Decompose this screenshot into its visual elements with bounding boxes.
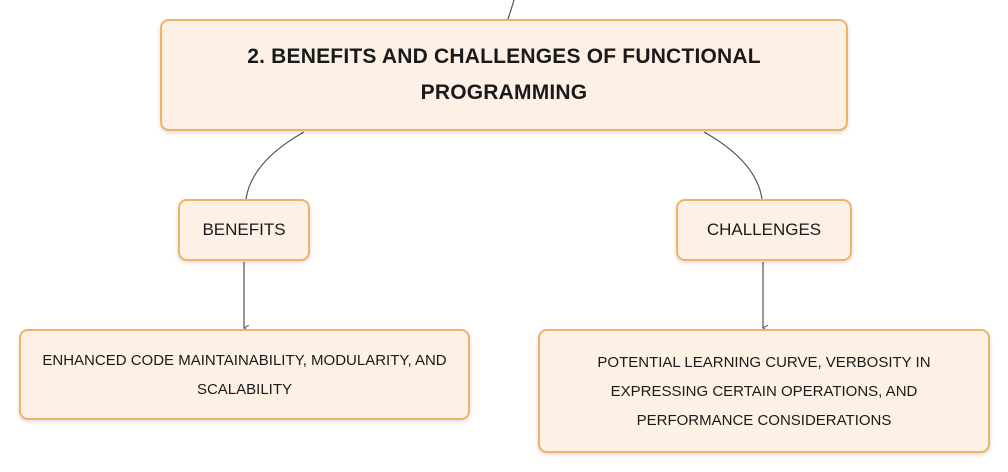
challenges-detail-node[interactable]: POTENTIAL LEARNING CURVE, VERBOSITY IN E… — [538, 329, 990, 453]
benefits-label: BENEFITS — [202, 220, 286, 239]
challenges-node[interactable]: CHALLENGES — [676, 199, 852, 261]
benefits-detail-text: ENHANCED CODE MAINTAINABILITY, MODULARIT… — [42, 351, 447, 398]
title-to-benefits-connector — [245, 131, 305, 200]
benefits-node[interactable]: BENEFITS — [178, 199, 310, 261]
challenges-label: CHALLENGES — [706, 220, 822, 239]
benefits-detail-node[interactable]: ENHANCED CODE MAINTAINABILITY, MODULARIT… — [19, 329, 470, 420]
incoming-connector — [507, 0, 515, 20]
title-node[interactable]: 2. BENEFITS AND CHALLENGES OF FUNCTIONAL… — [160, 19, 848, 131]
title-text: 2. BENEFITS AND CHALLENGES OF FUNCTIONAL… — [247, 45, 761, 104]
challenges-detail-text: POTENTIAL LEARNING CURVE, VERBOSITY IN E… — [597, 353, 931, 429]
title-to-challenges-connector — [703, 131, 763, 200]
